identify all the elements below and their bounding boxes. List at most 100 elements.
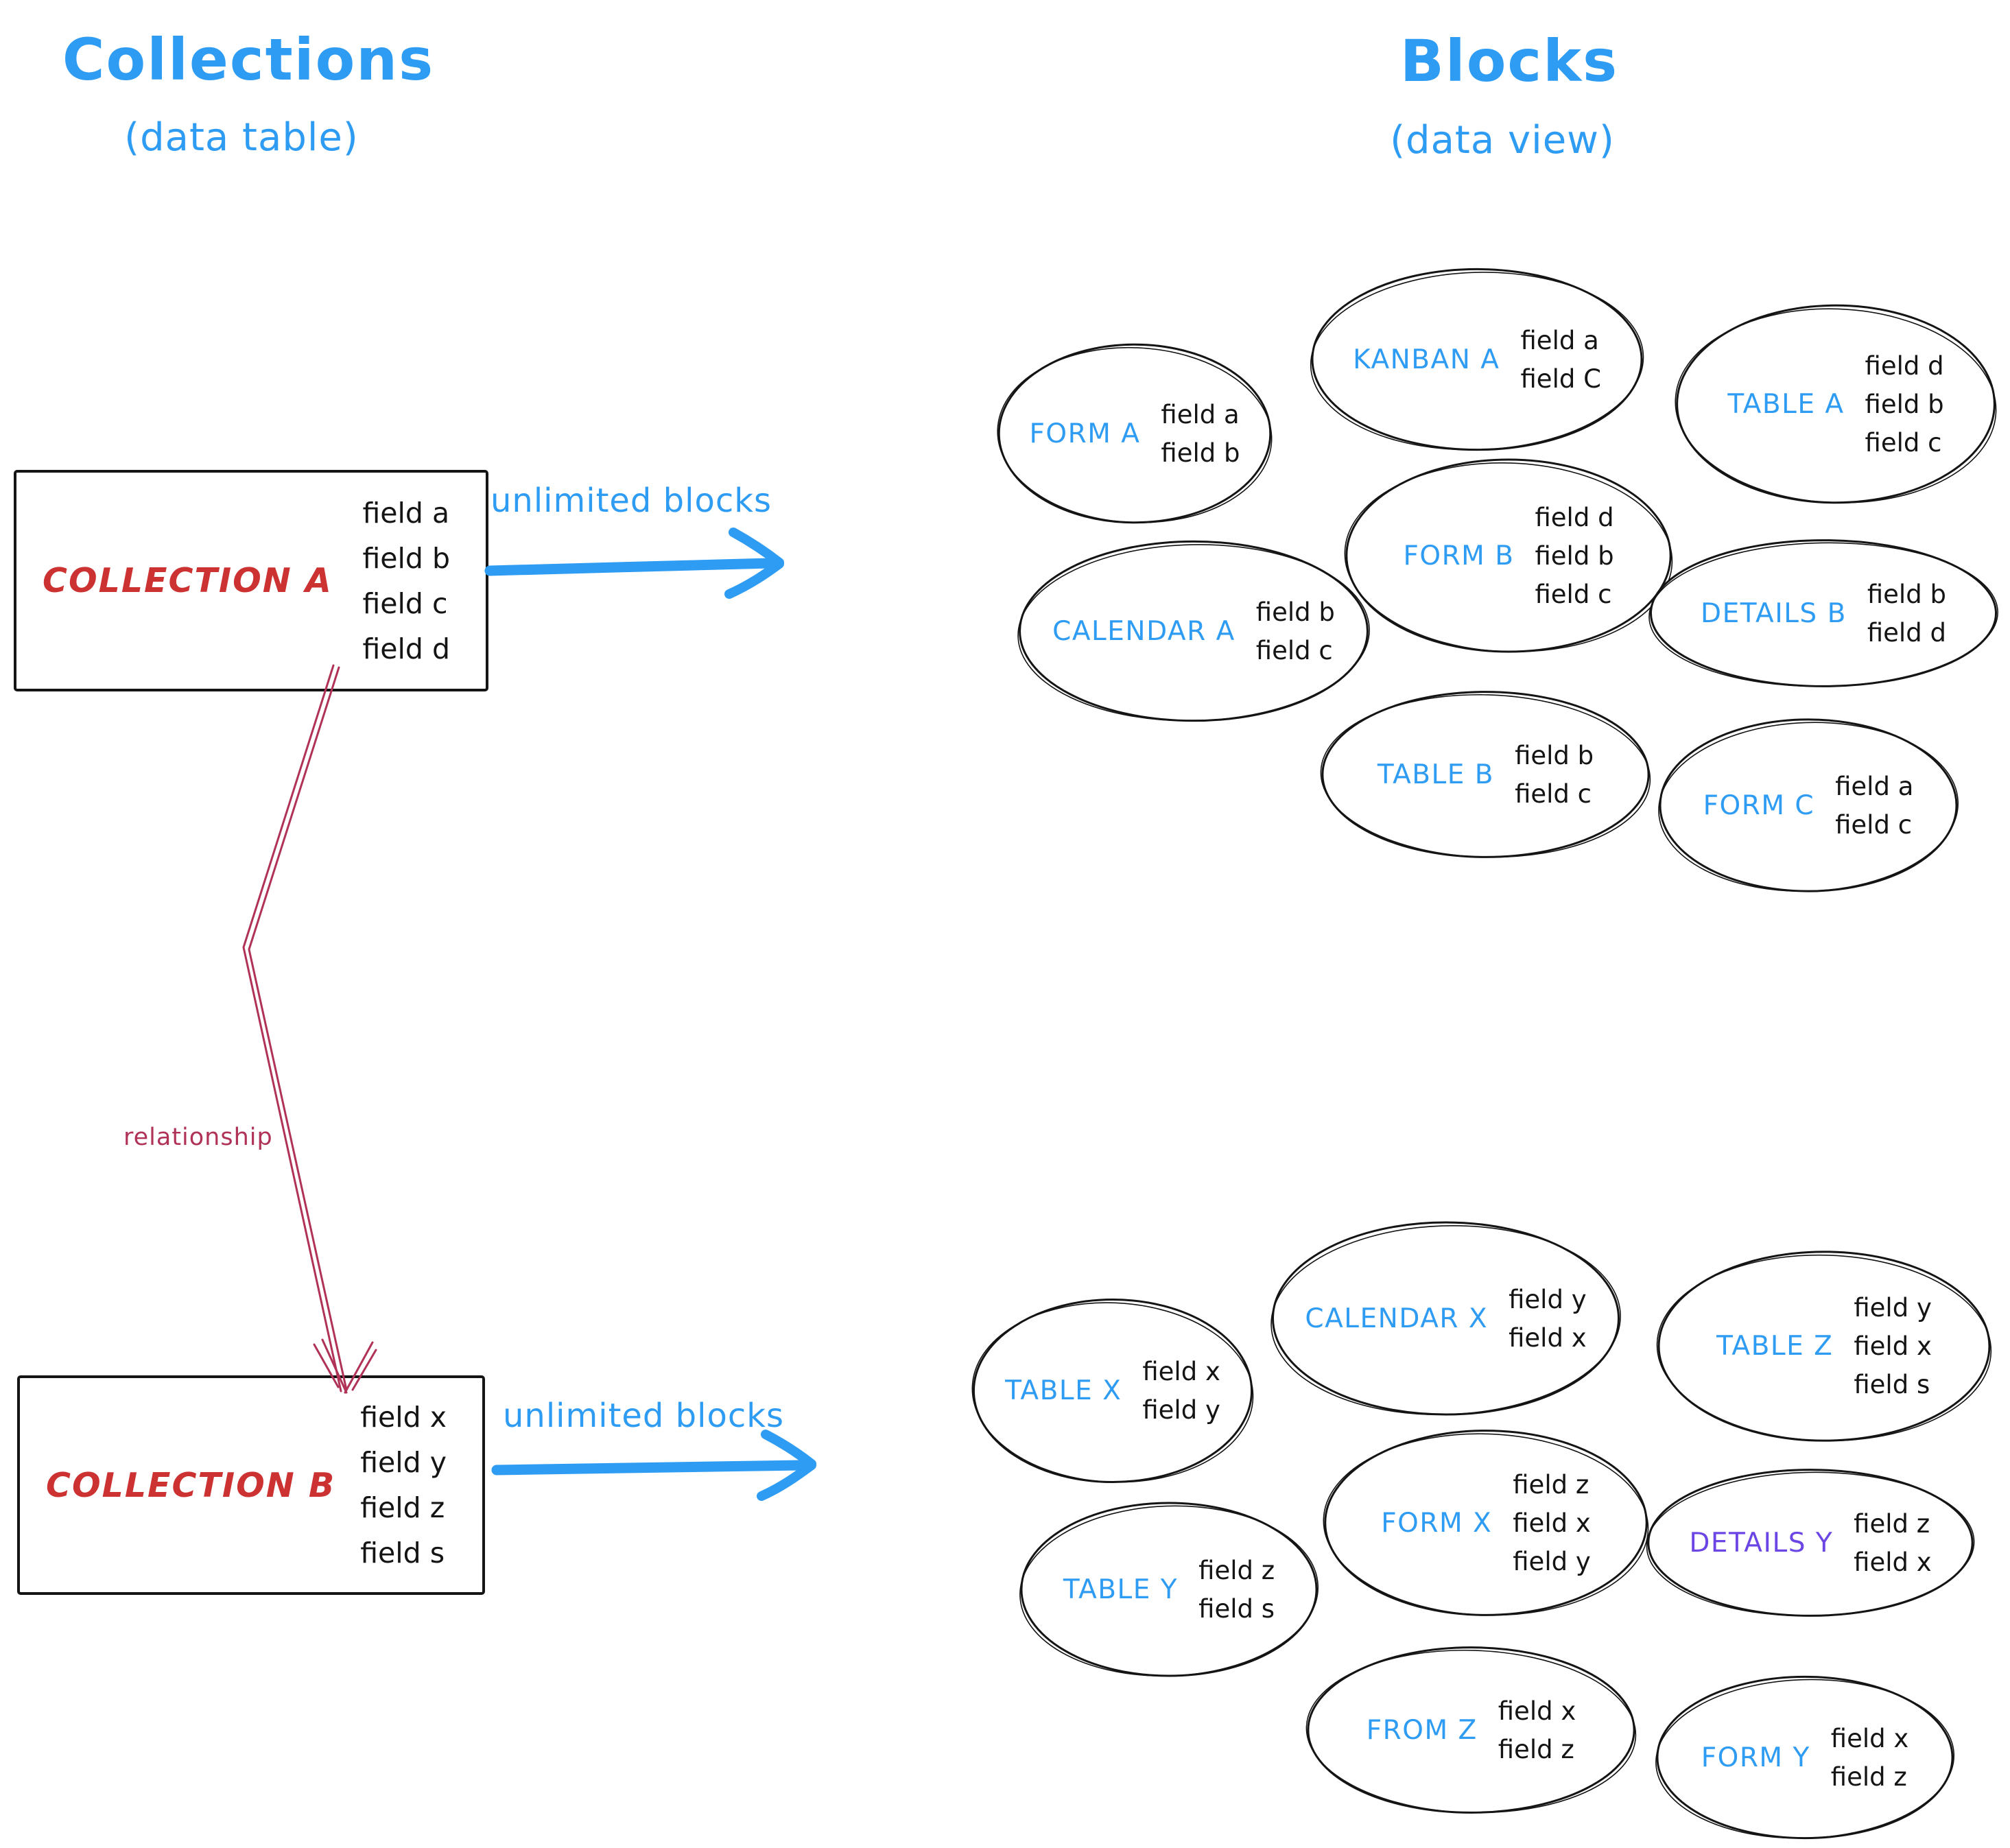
relationship-label: relationship — [123, 1124, 273, 1151]
collection-field: field d — [362, 632, 450, 665]
unlimited-blocks-arrow-top — [484, 528, 784, 599]
unlimited-blocks-label-top: unlimited blocks — [490, 482, 772, 520]
block-field: field b — [1865, 389, 1944, 419]
block-field: field z — [1198, 1555, 1275, 1585]
ellipse-outline — [1013, 535, 1375, 727]
collection-b-box: COLLECTION B field x field y field z fie… — [17, 1375, 485, 1595]
block-name: FORM A — [1029, 418, 1141, 449]
block-bubble-table-z: TABLE Z field y field x field s — [1652, 1245, 1996, 1447]
block-field: field d — [1865, 351, 1944, 381]
ellipse-outline — [1266, 1216, 1626, 1421]
block-field: field a — [1520, 325, 1599, 355]
block-field: field z — [1854, 1508, 1930, 1539]
block-field: field x — [1854, 1547, 1932, 1577]
ellipse-outline — [1651, 1671, 1959, 1844]
block-field: field d — [1535, 502, 1614, 532]
block-field: field b — [1255, 597, 1335, 627]
block-field: field C — [1520, 364, 1601, 394]
block-field: field a — [1835, 771, 1914, 801]
block-name: TABLE X — [1005, 1375, 1122, 1406]
ellipse-outline — [1015, 1497, 1323, 1682]
block-name: DETAILS B — [1701, 597, 1847, 629]
block-bubble-calendar-a: CALENDAR A field b field c — [1013, 535, 1375, 727]
collection-field: field a — [362, 496, 450, 530]
block-bubble-from-z: FROM Z field x field z — [1301, 1642, 1641, 1819]
ellipse-outline — [993, 338, 1276, 529]
block-bubble-table-b: TABLE B field b field c — [1316, 686, 1655, 863]
blocks-title: Blocks — [1399, 27, 1619, 95]
block-field: field x — [1854, 1331, 1932, 1361]
block-name: KANBAN A — [1353, 344, 1500, 375]
ellipse-outline — [1670, 298, 2001, 510]
ellipse-outline — [1301, 1642, 1641, 1819]
ellipse-outline — [1642, 1465, 1979, 1621]
block-field: field y — [1854, 1293, 1932, 1323]
block-bubble-form-b: FORM B field d field b field c — [1340, 453, 1677, 659]
block-field: field b — [1535, 541, 1614, 571]
ellipse-outline — [1305, 263, 1648, 456]
block-field: field d — [1867, 617, 1946, 648]
block-name: TABLE B — [1377, 759, 1495, 790]
block-field: field c — [1255, 635, 1333, 665]
block-field: field x — [1830, 1723, 1909, 1753]
block-bubble-table-a: TABLE A field d field b field c — [1670, 298, 2001, 510]
collection-b-fields: field x field y field z field s — [360, 1401, 447, 1569]
block-name: FORM C — [1703, 790, 1815, 821]
block-field: field y — [1513, 1546, 1591, 1576]
block-name: TABLE Y — [1063, 1574, 1179, 1605]
block-field: field z — [1498, 1734, 1574, 1764]
ellipse-outline — [1340, 453, 1677, 659]
block-bubble-table-y: TABLE Y field z field s — [1015, 1497, 1323, 1682]
block-field: field b — [1515, 740, 1594, 770]
ellipse-outline — [1652, 1245, 1996, 1447]
collection-a-box: COLLECTION A field a field b field c fie… — [14, 470, 488, 691]
block-name: FROM Z — [1366, 1714, 1478, 1746]
block-name: FORM B — [1403, 540, 1515, 571]
block-field: field c — [1515, 779, 1592, 809]
block-field: field z — [1830, 1762, 1907, 1792]
block-name: TABLE A — [1727, 388, 1845, 420]
collection-field: field s — [360, 1537, 445, 1569]
relationship-arrow — [242, 664, 377, 1394]
block-field: field x — [1498, 1696, 1576, 1726]
collection-a-fields: field a field b field c field d — [362, 497, 450, 665]
block-name: FORM Y — [1701, 1742, 1810, 1773]
block-name: CALENDAR A — [1052, 615, 1235, 647]
block-bubble-form-y: FORM Y field x field z — [1651, 1671, 1959, 1844]
block-bubble-table-x: TABLE X field x field y — [968, 1293, 1257, 1489]
block-field: field c — [1865, 427, 1942, 458]
block-field: field y — [1509, 1284, 1587, 1314]
collection-b-name: COLLECTION B — [46, 1465, 336, 1505]
block-field: field c — [1535, 579, 1612, 609]
block-field: field b — [1867, 579, 1946, 609]
ellipse-outline — [968, 1293, 1257, 1489]
collection-a-name: COLLECTION A — [43, 561, 333, 600]
collection-field: field b — [362, 541, 450, 575]
block-field: field z — [1513, 1469, 1589, 1500]
block-field: field s — [1198, 1594, 1275, 1624]
block-field: field x — [1513, 1508, 1591, 1538]
block-bubble-details-y: DETAILS Y field z field x — [1642, 1465, 1979, 1621]
block-bubble-calendar-x: CALENDAR X field y field x — [1266, 1216, 1626, 1421]
block-name: DETAILS Y — [1689, 1527, 1834, 1559]
ellipse-outline — [1644, 535, 2003, 691]
collection-field: field z — [360, 1491, 445, 1524]
block-name: TABLE Z — [1716, 1331, 1834, 1362]
block-field: field x — [1509, 1323, 1587, 1353]
block-field: field c — [1835, 809, 1913, 840]
collections-subtitle: (data table) — [124, 115, 359, 160]
ellipse-outline — [1316, 686, 1655, 863]
block-field: field x — [1142, 1357, 1220, 1386]
block-bubble-form-c: FORM C field a field c — [1654, 713, 1963, 897]
block-name: CALENDAR X — [1305, 1303, 1489, 1334]
unlimited-blocks-arrow-bottom — [491, 1430, 816, 1501]
block-field: field y — [1142, 1395, 1220, 1425]
block-bubble-details-b: DETAILS B field b field d — [1644, 535, 2003, 691]
block-bubble-form-a: FORM A field a field b — [993, 338, 1276, 529]
collection-field: field x — [360, 1401, 447, 1434]
block-bubble-kanban-a: KANBAN A field a field C — [1305, 263, 1648, 456]
ellipse-outline — [1319, 1424, 1653, 1622]
unlimited-blocks-label-bottom: unlimited blocks — [502, 1397, 785, 1435]
block-bubble-form-x: FORM X field z field x field y — [1319, 1424, 1653, 1622]
